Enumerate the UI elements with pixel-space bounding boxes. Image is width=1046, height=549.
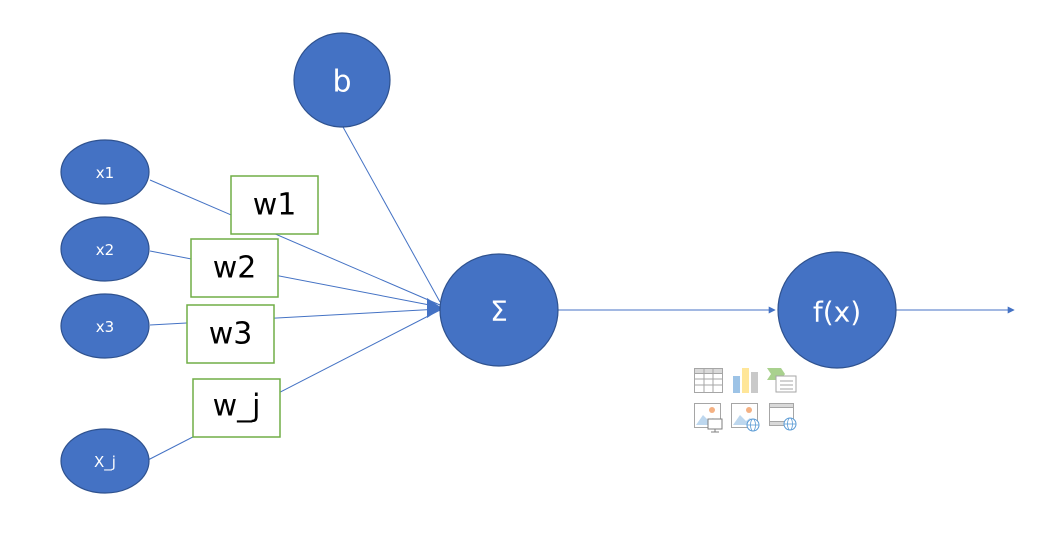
weight-wj-box: w_j: [192, 378, 281, 438]
node-sum: Σ: [439, 253, 559, 367]
node-x1: x1: [60, 139, 150, 205]
insert-online-picture-icon[interactable]: [731, 403, 760, 432]
content-placeholder-icons: [694, 368, 797, 433]
weight-wj-label: w_j: [213, 389, 261, 424]
weight-w3-label: w3: [209, 317, 253, 352]
insert-picture-icon[interactable]: [694, 403, 723, 433]
node-activation-label: f(x): [813, 296, 861, 329]
node-x3: x3: [60, 293, 150, 359]
node-x3-label: x3: [96, 318, 114, 336]
node-x2-label: x2: [96, 241, 114, 259]
edge-bias-to-sum: [342, 126, 441, 303]
insert-chart-icon[interactable]: [733, 368, 758, 393]
edge-x1-to-sum: [149, 179, 441, 306]
node-xj-label: X_j: [94, 453, 116, 472]
node-bias: b: [293, 32, 391, 128]
node-bias-label: b: [332, 65, 351, 100]
weight-w2-box: w2: [190, 238, 279, 298]
sum-input-arrowhead: [427, 298, 442, 318]
node-x2: x2: [60, 216, 150, 282]
weight-w3-box: w3: [186, 304, 275, 364]
weight-w1-box: w1: [230, 175, 319, 235]
node-activation: f(x): [777, 251, 897, 369]
insert-video-icon[interactable]: [769, 403, 797, 431]
insert-smartart-icon[interactable]: [767, 368, 797, 393]
weight-w2-label: w2: [213, 251, 257, 286]
node-x1-label: x1: [96, 164, 114, 182]
node-xj: X_j: [60, 428, 150, 494]
weight-w1-label: w1: [253, 188, 297, 223]
insert-table-icon[interactable]: [694, 368, 723, 393]
node-sum-label: Σ: [490, 295, 508, 328]
